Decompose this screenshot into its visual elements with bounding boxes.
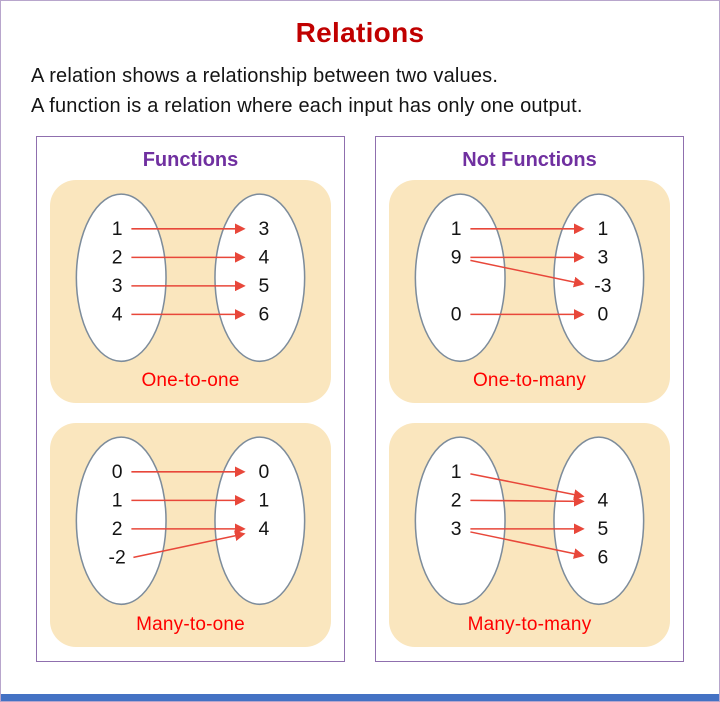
arrow-line [470,473,585,501]
columns: Functions [36,136,684,662]
range-value: 5 [597,518,608,540]
domain-value: 2 [451,490,462,512]
range-value: 5 [258,275,269,297]
one-to-many-label: One-to-many [472,370,587,392]
domain-oval [75,436,167,606]
many-to-many-card: 1 2 3 4 5 6 Many-to-many [389,423,670,647]
many-to-many-label: Many-to-many [467,613,592,635]
domain-oval [414,436,506,606]
arrows [131,223,246,320]
intro-text: A relation shows a relationship between … [31,63,719,120]
range-value: 1 [597,218,608,240]
arrow-line [470,531,585,560]
one-to-one-label: One-to-one [141,370,240,392]
domain-value: 3 [451,518,462,540]
functions-heading: Functions [142,149,239,171]
domain-value: -2 [109,547,126,569]
functions-box: Functions [36,136,345,662]
domain-value: 2 [112,518,123,540]
range-value: 6 [597,547,608,569]
arrows [470,223,585,320]
range-value: -3 [594,275,611,297]
range-value: 3 [258,218,269,240]
domain-value: 1 [451,461,462,483]
many-to-one-label: Many-to-one [136,613,245,635]
range-value: 4 [258,518,269,540]
range-value: 0 [258,461,269,483]
intro-line-2: A function is a relation where each inpu… [31,95,583,117]
one-to-one-card: 1 2 3 4 3 4 5 6 One-to-one [50,180,331,404]
domain-value: 1 [451,218,462,240]
one-to-one-diagram: 1 2 3 4 3 4 5 6 [75,193,306,363]
range-value: 6 [258,304,269,326]
many-to-one-card: 0 1 2 -2 0 1 4 Many-to-one [50,423,331,647]
range-oval [553,436,645,606]
domain-value: 1 [112,490,123,512]
range-oval [214,436,306,606]
arrow-line [133,530,246,559]
many-to-many-diagram: 1 2 3 4 5 6 [414,436,645,606]
range-value: 0 [597,304,608,326]
domain-value: 0 [451,304,462,326]
domain-oval [414,193,506,363]
intro-line-1: A relation shows a relationship between … [31,65,499,87]
one-to-many-card: 1 9 0 1 3 -3 0 One-to-many [389,180,670,404]
many-to-one-diagram: 0 1 2 -2 0 1 4 [75,436,306,606]
not-functions-box: Not Functions 1 9 0 1 3 [375,136,684,662]
page-title: Relations [295,17,425,48]
domain-value: 1 [112,218,123,240]
not-functions-heading: Not Functions [462,149,597,171]
one-to-many-diagram: 1 9 0 1 3 -3 0 [414,193,645,363]
bottom-bar [1,694,719,701]
range-value: 3 [597,246,608,268]
arrows [470,473,585,560]
domain-value: 3 [112,275,123,297]
domain-oval [75,193,167,363]
range-value: 1 [258,490,269,512]
domain-value: 0 [112,461,123,483]
range-value: 4 [597,490,608,512]
domain-value: 4 [112,304,123,326]
range-value: 4 [258,246,269,268]
arrows [131,466,246,559]
arrow-line [470,259,585,288]
arrow-line [470,496,585,508]
domain-value: 9 [451,246,462,268]
domain-value: 2 [112,246,123,268]
